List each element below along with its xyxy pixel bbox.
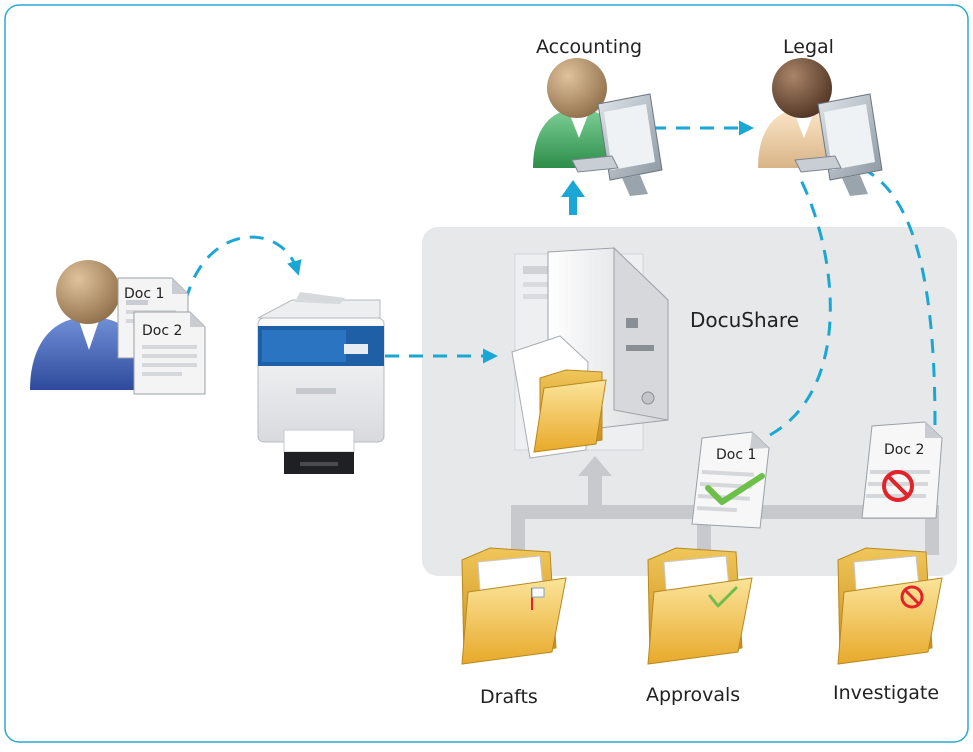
legal-computer-icon	[794, 93, 883, 196]
prohibited-icon	[882, 470, 914, 502]
sender-doc1-label: Doc 1	[124, 286, 164, 302]
printer-icon	[257, 292, 385, 474]
approvals-folder-icon	[647, 547, 753, 665]
legal-label: Legal	[783, 36, 834, 58]
folder-label-approvals: Approvals	[646, 684, 741, 706]
arrow-user-to-printer	[184, 235, 302, 301]
accounting-user-icon	[533, 58, 618, 168]
docushare-label: DocuShare	[690, 308, 799, 332]
accounting-computer-icon	[571, 93, 663, 196]
arrow-docushare-to-accounting	[561, 180, 585, 215]
prohibited-icon	[900, 585, 924, 609]
sender-doc2-label: Doc 2	[142, 323, 182, 339]
checkmark-icon	[705, 473, 765, 505]
drafts-folder-icon	[461, 547, 567, 665]
flow-arrows	[184, 120, 937, 437]
sender-doc2-icon: Doc 2	[133, 311, 206, 395]
rejected-doc2-label: Doc 2	[884, 442, 924, 458]
folder-label-investigate: Investigate	[833, 682, 940, 704]
checkmark-icon	[708, 586, 738, 608]
approved-doc1-label: Doc 1	[716, 447, 756, 463]
accounting-label: Accounting	[536, 36, 642, 58]
flag-icon	[531, 587, 545, 610]
line-doc1-to-legal	[769, 177, 832, 437]
line-doc2-to-legal	[864, 168, 937, 426]
docushare-panel	[422, 227, 957, 576]
docushare-server-icon	[511, 246, 669, 459]
rejected-doc2-icon: Doc 2	[861, 421, 943, 519]
approved-doc1-icon: Doc 1	[691, 431, 770, 529]
investigate-folder-icon	[837, 547, 943, 665]
folder-label-drafts: Drafts	[480, 686, 538, 708]
